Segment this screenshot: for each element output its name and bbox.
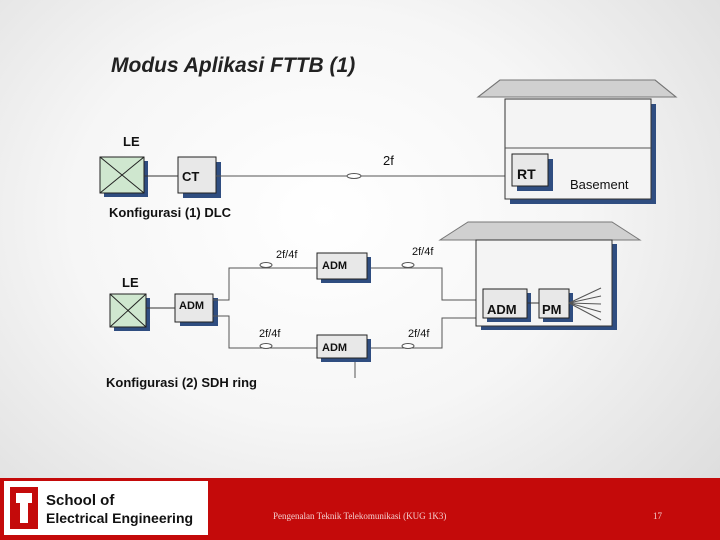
slide-title: Modus Aplikasi FTTB (1): [111, 54, 356, 77]
rt-box: [511, 153, 553, 191]
rt-label: RT: [517, 166, 536, 182]
bottom-right-link-label: 2f/4f: [408, 328, 430, 340]
adm-right-label: ADM: [487, 302, 517, 317]
pm-box: [538, 288, 573, 322]
splice-marker: [401, 343, 415, 349]
splice-marker: [401, 262, 415, 268]
adm-bottom-box: [316, 334, 371, 362]
le-switch-box-2: [109, 293, 150, 331]
adm-left-box: [174, 293, 218, 326]
adm-top-label: ADM: [322, 260, 347, 272]
le-switch-box-1: [99, 156, 148, 197]
adm-top-box: [316, 252, 371, 283]
fttb-diagram: LE CT 2f RT Basement: [99, 79, 678, 390]
bottom-left-link-label: 2f/4f: [259, 328, 281, 340]
top-right-link-label: 2f/4f: [412, 246, 434, 258]
pm-fanout: [568, 287, 602, 321]
splice-marker: [346, 173, 362, 179]
ct-box: [177, 156, 221, 198]
course-name: Pengenalan Teknik Telekomunikasi (KUG 1K…: [273, 511, 447, 521]
link-2f-label: 2f: [383, 153, 394, 168]
top-left-link-label: 2f/4f: [276, 249, 298, 261]
school-logo: School of Electrical Engineering: [4, 481, 208, 535]
config2-caption: Konfigurasi (2) SDH ring: [106, 375, 257, 390]
logo-line1: School of: [46, 492, 115, 509]
pm-label: PM: [542, 302, 562, 317]
adm-left-label: ADM: [179, 300, 204, 312]
splice-marker: [259, 343, 273, 349]
config1-caption: Konfigurasi (1) DLC: [109, 205, 232, 220]
ct-label: CT: [182, 169, 199, 184]
logo-line2: Electrical Engineering: [46, 510, 193, 526]
page-number: 17: [653, 511, 662, 521]
le-label-1: LE: [123, 134, 140, 149]
basement-label: Basement: [570, 177, 629, 192]
splice-marker: [259, 262, 273, 268]
adm-bottom-label: ADM: [322, 342, 347, 354]
le-label-2: LE: [122, 275, 139, 290]
